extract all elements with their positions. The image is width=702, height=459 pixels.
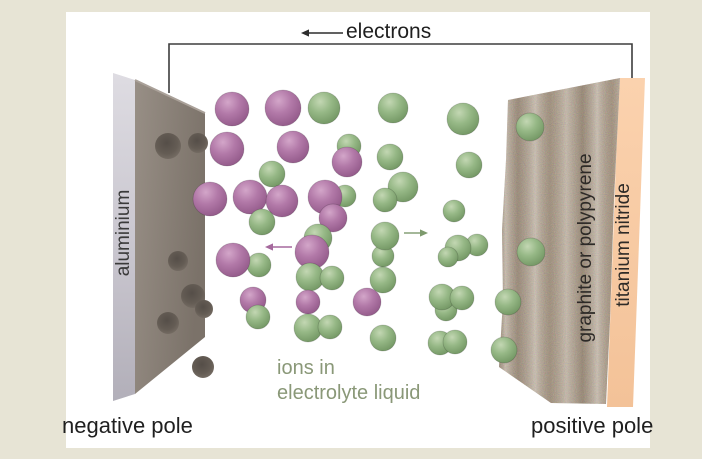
purple-ion-sphere	[215, 242, 251, 278]
positive-pole-label: positive pole	[531, 413, 654, 438]
aluminium-electrode	[113, 73, 214, 401]
green-ion-sphere	[442, 199, 466, 223]
green-ion-motion-arrow	[404, 229, 428, 237]
green-ion-sphere	[515, 112, 545, 142]
electrolyte-caption-line1: ions in	[277, 357, 335, 379]
graphite-slab-sheen	[499, 78, 620, 404]
aluminium-front-face	[135, 80, 205, 394]
arrows	[265, 29, 428, 251]
green-ion-sphere	[437, 246, 459, 268]
purple-ion-motion-arrow-head	[265, 243, 273, 251]
green-ion-sphere	[245, 304, 271, 330]
electrolyte-caption-line2: electrolyte liquid	[277, 382, 421, 404]
electrolyte-caption: ions in electrolyte liquid	[277, 356, 420, 406]
positive-electrode	[499, 78, 645, 407]
purple-ion-sphere	[209, 131, 245, 167]
surface-bump	[192, 356, 214, 378]
surface-bump	[157, 312, 179, 334]
purple-ion-sphere	[265, 184, 299, 218]
green-ion-sphere	[449, 285, 475, 311]
negative-pole-label: negative pole	[62, 413, 193, 438]
green-ion-sphere	[319, 265, 345, 291]
green-ion-sphere	[369, 266, 397, 294]
aluminium-edge-face	[113, 73, 135, 401]
adsorbed-ions	[490, 112, 546, 364]
aluminium-surface-bumps	[155, 133, 214, 378]
titanium-nitride-slab	[607, 78, 645, 407]
green-ion-sphere	[246, 252, 272, 278]
green-ion-sphere	[372, 187, 398, 213]
green-ion-sphere	[494, 288, 522, 316]
aluminium-label: aluminium	[113, 189, 134, 277]
electron-flow-arrow	[301, 29, 343, 37]
electrolyte-ions	[192, 89, 489, 356]
circuit-wire	[168, 43, 633, 93]
purple-ion-sphere	[295, 289, 321, 315]
purple-ion-sphere	[318, 203, 348, 233]
green-ion-sphere	[258, 160, 286, 188]
purple-ion-sphere	[192, 181, 228, 217]
surface-bump	[195, 300, 213, 318]
green-ion-sphere	[490, 336, 518, 364]
electron-flow-arrow-head	[301, 29, 309, 37]
purple-ion-sphere	[276, 130, 310, 164]
wire-path	[168, 43, 633, 93]
purple-ion-sphere	[264, 89, 302, 127]
green-ion-sphere	[446, 102, 480, 136]
green-ion-motion-arrow-head	[420, 229, 428, 237]
green-ion-sphere	[455, 151, 483, 179]
aluminium-top-bevel	[134, 79, 206, 114]
green-ion-sphere	[377, 92, 409, 124]
surface-bump	[168, 251, 188, 271]
green-ion-sphere	[370, 221, 400, 251]
surface-bump	[155, 133, 181, 159]
green-ion-sphere	[248, 208, 276, 236]
green-ion-sphere	[369, 324, 397, 352]
green-ion-sphere	[307, 91, 341, 125]
green-ion-sphere	[442, 329, 468, 355]
electrons-label: electrons	[346, 20, 432, 43]
green-ion-sphere	[516, 237, 546, 267]
titanium-nitride-label: titanium nitride	[613, 183, 634, 307]
purple-ion-sphere	[352, 287, 382, 317]
green-ion-sphere	[376, 143, 404, 171]
green-ion-sphere	[317, 314, 343, 340]
purple-ion-sphere	[331, 146, 363, 178]
surface-bump	[188, 133, 208, 153]
purple-ion-motion-arrow	[265, 243, 292, 251]
purple-ion-sphere	[214, 91, 250, 127]
graphite-label: graphite or polypyrene	[575, 153, 596, 343]
